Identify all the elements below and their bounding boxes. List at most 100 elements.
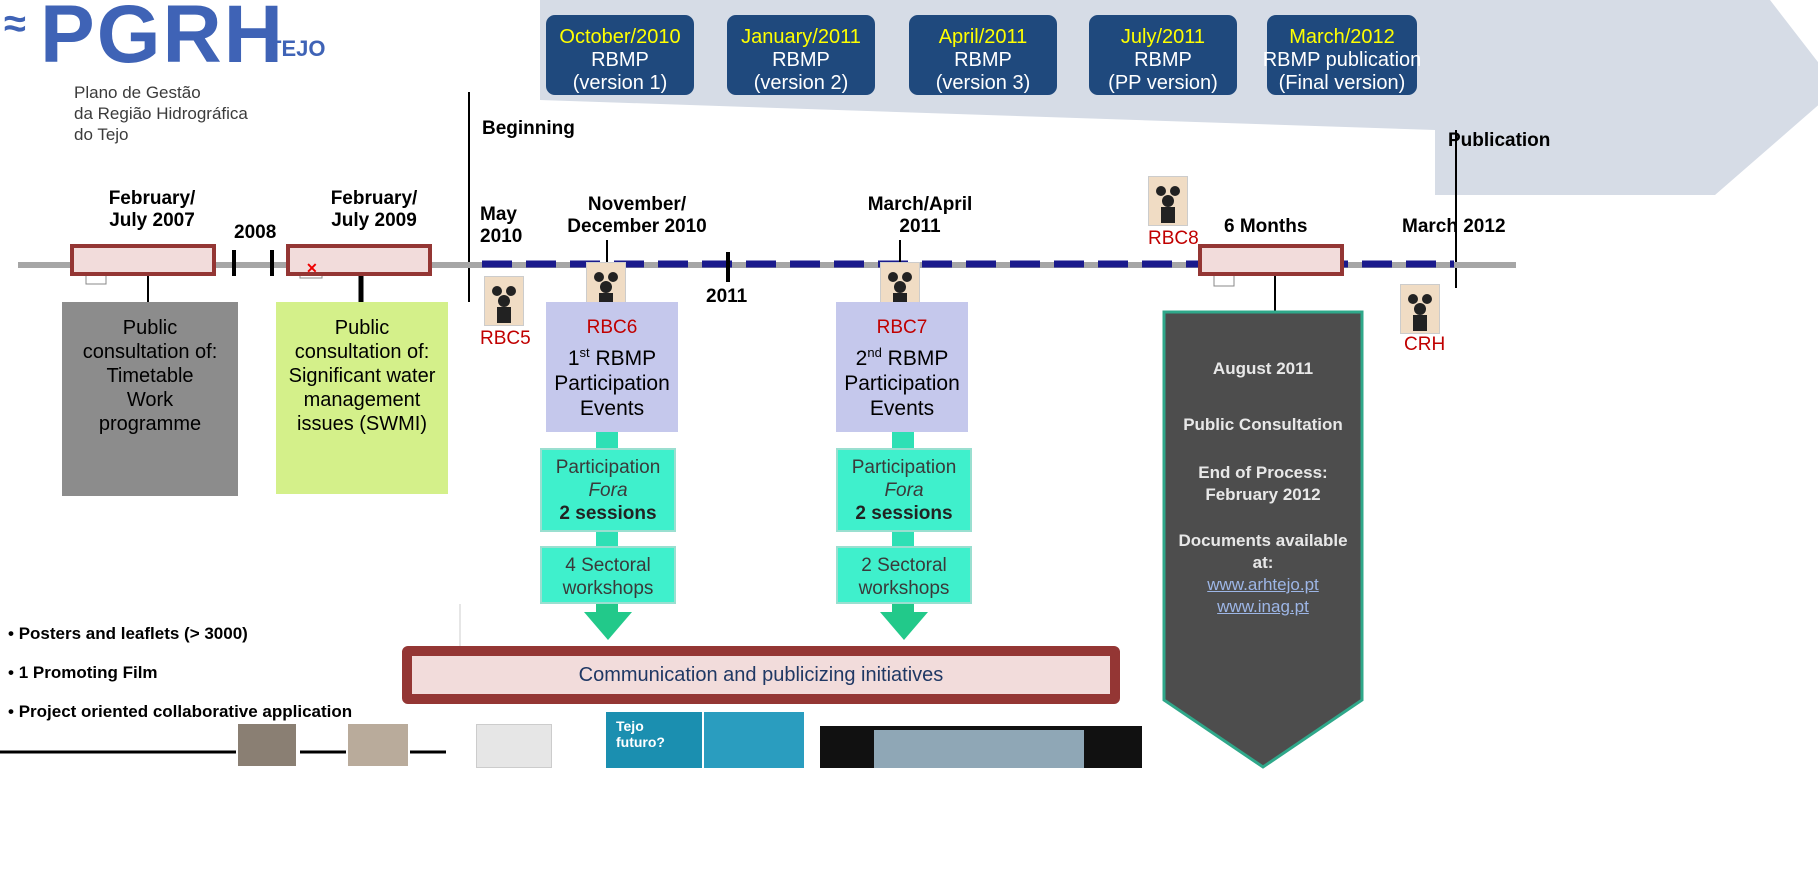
poster-text: futuro? xyxy=(616,734,665,750)
events-ordinal: 2 xyxy=(855,347,868,370)
sectoral-workshops-1: 4 Sectoral workshops xyxy=(540,546,676,604)
video-frame xyxy=(874,730,1084,768)
events-ordinal-suffix: nd xyxy=(867,345,882,360)
date-label-2009: February/ July 2009 xyxy=(314,188,434,232)
date-label-mar-2011: March/April 2011 xyxy=(860,194,980,238)
logo-waves-icon: ≈ xyxy=(4,2,26,46)
phase-title: RBMP publication xyxy=(1262,49,1422,71)
video-thumbnail[interactable] xyxy=(820,726,1142,768)
date-label-line: 2010 xyxy=(480,226,523,247)
poster-thumbnail: Tejo futuro? xyxy=(606,712,702,768)
broken-image-icon: ✕ xyxy=(306,260,318,276)
date-label-nov-2010: November/ December 2010 xyxy=(562,194,712,238)
poster-thumbnail xyxy=(704,712,804,768)
logo-subtitle-line: Plano de Gestão xyxy=(74,83,201,102)
workshops-line: 4 Sectoral xyxy=(565,555,651,576)
date-label-line: March/April xyxy=(867,194,973,215)
public-consultation-panel xyxy=(1162,310,1364,769)
phase-date: April/2011 xyxy=(938,26,1028,48)
phase-date: October/2010 xyxy=(559,26,681,48)
phase-box: March/2012 RBMP publication (Final versi… xyxy=(1262,10,1422,100)
fora-line: Fora xyxy=(884,480,924,501)
date-label-line: February/ xyxy=(108,188,196,209)
phase-box: April/2011 RBMP (version 3) xyxy=(904,10,1062,100)
poster-text: Tejo xyxy=(616,718,644,734)
consultation-box-2009: Public consultation of: Significant wate… xyxy=(276,302,448,494)
communication-banner: Communication and publicizing initiative… xyxy=(402,646,1120,704)
date-label-line: December 2010 xyxy=(567,216,707,237)
date-label-line: July 2007 xyxy=(109,210,195,231)
phase-title: RBMP xyxy=(591,49,649,71)
meeting-label-crh: CRH xyxy=(1404,334,1446,355)
people-icon xyxy=(1400,284,1440,334)
flow-connector xyxy=(596,432,618,448)
period-box-consultation xyxy=(1198,244,1344,276)
sectoral-workshops-2: 2 Sectoral workshops xyxy=(836,546,972,604)
pc-end-label: End of Process: xyxy=(1198,463,1328,482)
phase-version: (PP version) xyxy=(1108,72,1218,94)
pc-docs-label: Documents available xyxy=(1178,531,1348,550)
list-item: • 1 Promoting Film xyxy=(8,663,158,682)
phase-box: July/2011 RBMP (PP version) xyxy=(1084,10,1242,100)
period-box-2009 xyxy=(286,244,432,276)
pc-link-arhtejo[interactable]: www.arhtejo.pt xyxy=(1207,575,1319,594)
date-label-mar-2012: March 2012 xyxy=(1402,216,1506,237)
logo-suffix: TEJO xyxy=(268,36,326,61)
events-title: 2nd RBMP xyxy=(836,340,968,371)
date-label-2008: 2008 xyxy=(234,222,277,243)
date-label-2011: 2011 xyxy=(706,286,748,307)
publication-label: Publication xyxy=(1448,130,1551,151)
events-line: Events xyxy=(579,397,645,420)
meeting-label-rbc5: RBC5 xyxy=(480,328,531,349)
consultation-box-2007: Public consultation of: Timetable Work p… xyxy=(62,302,238,496)
consultation-line: management xyxy=(303,389,421,411)
phase-box: January/2011 RBMP (version 2) xyxy=(722,10,880,100)
phase-date: March/2012 xyxy=(1289,26,1395,48)
logo-subtitle-line: do Tejo xyxy=(74,125,129,144)
meeting-label-rbc8: RBC8 xyxy=(1148,228,1199,249)
consultation-line: issues (SWMI) xyxy=(297,413,427,435)
list-item: • Project oriented collaborative applica… xyxy=(8,702,353,721)
photo-thumbnail xyxy=(348,724,408,766)
fora-sessions: 2 sessions xyxy=(559,503,657,524)
participation-events-2: RBC7 2nd RBMP Participation Events xyxy=(836,302,968,432)
pc-link-inag[interactable]: www.inag.pt xyxy=(1217,597,1309,616)
leaflet-thumbnail xyxy=(476,724,552,768)
workshops-line: 2 Sectoral xyxy=(861,555,947,576)
people-icon xyxy=(1148,176,1188,226)
beginning-label: Beginning xyxy=(482,118,575,139)
list-item-text: 1 Promoting Film xyxy=(18,663,158,682)
logo-subtitle: Plano de Gestão da Região Hidrográfica d… xyxy=(74,82,304,145)
phase-version: (version 3) xyxy=(935,72,1031,94)
people-icon xyxy=(484,276,524,326)
phase-version: (Final version) xyxy=(1278,72,1406,94)
pc-docs-at: at: xyxy=(1252,553,1274,572)
date-label-line: May xyxy=(480,204,517,225)
date-label-line: 2011 xyxy=(899,216,941,237)
flow-connector xyxy=(596,532,618,546)
phase-box: October/2010 RBMP (version 1) xyxy=(541,10,699,100)
phase-title: RBMP xyxy=(1134,49,1192,71)
logo-subtitle-line: da Região Hidrográfica xyxy=(74,104,248,123)
phase-title: RBMP xyxy=(954,49,1012,71)
public-consultation-text: August 2011 Public Consultation End of P… xyxy=(1164,358,1362,618)
list-item: • Posters and leaflets (> 3000) xyxy=(8,624,248,643)
photo-thumbnail xyxy=(238,724,296,766)
events-line: Participation xyxy=(554,372,670,395)
phase-date: July/2011 xyxy=(1120,26,1206,48)
events-ordinal: 1 xyxy=(567,347,580,370)
period-box-2007 xyxy=(70,244,216,276)
list-item-text: Project oriented collaborative applicati… xyxy=(18,702,353,721)
phase-version: (version 2) xyxy=(753,72,849,94)
date-label-line: February/ xyxy=(330,188,418,209)
fora-line: Participation xyxy=(851,457,957,478)
consultation-line: Timetable xyxy=(106,365,194,387)
participation-fora-1: Participation Fora 2 sessions xyxy=(540,448,676,532)
workshops-line: workshops xyxy=(562,578,654,599)
flow-connector xyxy=(892,432,914,448)
consultation-line: programme xyxy=(98,413,202,435)
events-title: 1st RBMP xyxy=(546,340,678,371)
logo-brand: PGRH xyxy=(40,0,285,80)
flow-connector xyxy=(892,532,914,546)
pc-title: Public Consultation xyxy=(1183,415,1343,434)
